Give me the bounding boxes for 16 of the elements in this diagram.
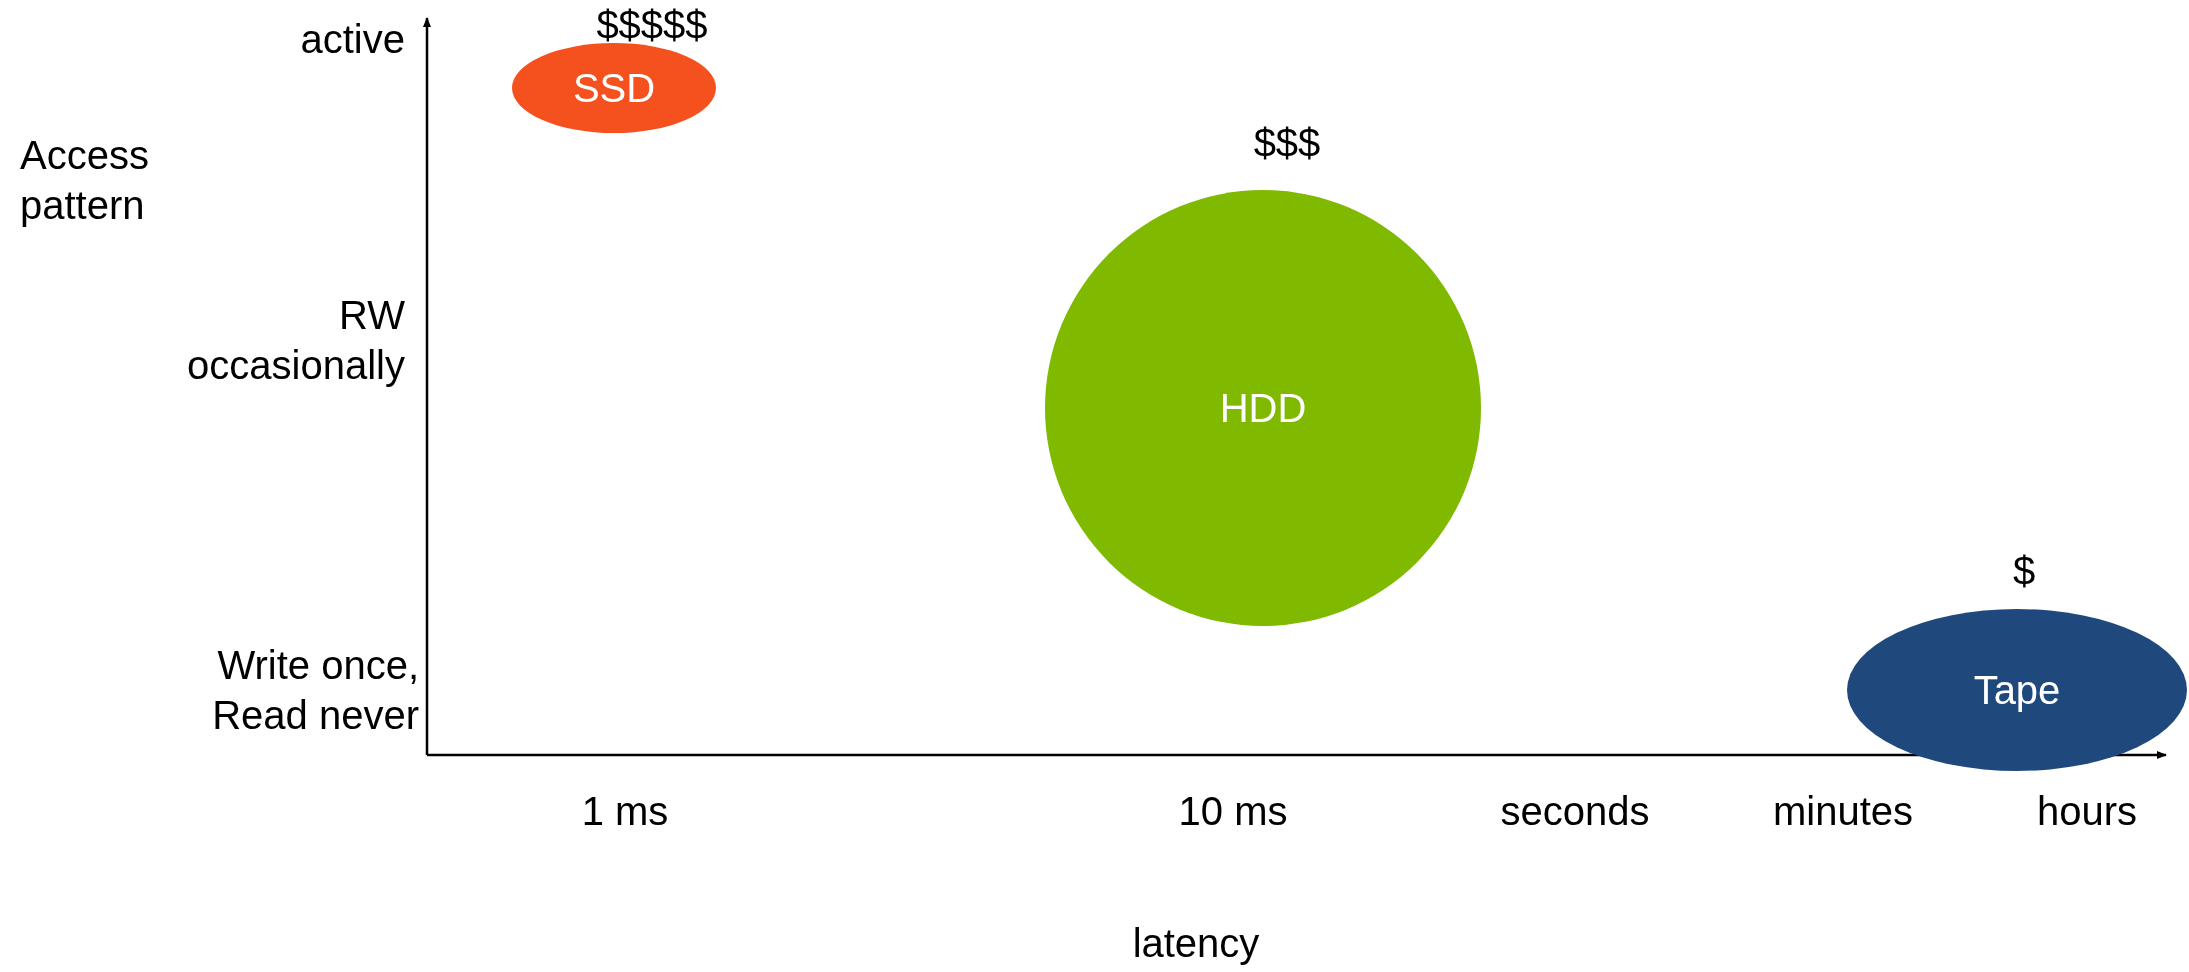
cost-label: $$$ [1252,120,1322,167]
axis-label: Write once, Read never [211,642,419,739]
cost-label: $$$$$ [595,2,709,49]
axis-label: RW occasionally [186,292,405,389]
node-label: Tape [1973,667,2061,714]
cost-label: $ [2011,548,2037,595]
node-label: HDD [1219,385,1307,432]
axis-label: latency [1131,920,1261,967]
axis-label: 10 ms [1177,788,1289,835]
axis-label: hours [2035,788,2139,835]
axis-label: 1 ms [580,788,670,835]
axis-label: seconds [1499,788,1651,835]
axis-label: minutes [1771,788,1915,835]
node-label: SSD [572,65,656,112]
axis-label: active [299,16,405,63]
axis-label: Access pattern [20,132,150,229]
